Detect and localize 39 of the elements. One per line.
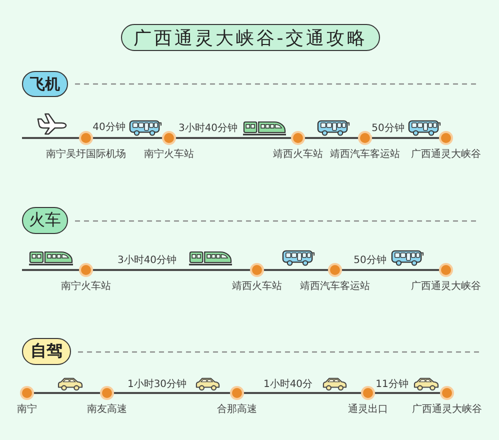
title-banner: 广西通灵大峡谷-交通攻略 (121, 24, 380, 51)
route-line (34, 392, 100, 394)
mode-tag: 飞机 (22, 71, 68, 97)
route-line (93, 137, 162, 139)
station-name: 合那高速 (217, 404, 257, 416)
station-name: 靖西火车站 (232, 281, 282, 293)
route-line (372, 137, 439, 139)
mode-tag: 自驾 (22, 338, 71, 365)
station-name: 广西通灵大峡谷 (412, 404, 482, 416)
station-name: 南宁火车站 (61, 281, 111, 293)
duration-label: 3小时40分钟 (116, 255, 178, 267)
duration-label: 50分钟 (352, 255, 388, 267)
duration-label: 50分钟 (370, 123, 406, 135)
station-name: 靖西火车站 (273, 149, 323, 161)
station-name: 南友高速 (87, 404, 127, 416)
route-line (22, 137, 79, 139)
route-line (22, 269, 79, 271)
station-name: 靖西汽车客运站 (300, 281, 370, 293)
station-name: 南宁吴圩国际机场 (46, 149, 126, 161)
station-name: 通灵出口 (348, 404, 388, 416)
station-name: 南宁 (17, 404, 37, 416)
station-name: 南宁火车站 (144, 149, 194, 161)
station-name: 广西通灵大峡谷 (411, 281, 481, 293)
route-line (342, 269, 439, 271)
mode-tag: 火车 (22, 207, 68, 234)
route-line (176, 137, 291, 139)
duration-label: 3小时40分钟 (177, 123, 239, 135)
route-line (264, 269, 328, 271)
route-line (244, 392, 361, 394)
duration-label: 1小时40分 (262, 379, 314, 391)
route-line (305, 137, 358, 139)
duration-label: 40分钟 (92, 122, 126, 134)
station-name: 广西通灵大峡谷 (411, 149, 481, 161)
station-name: 靖西汽车客运站 (330, 149, 400, 161)
duration-label: 1小时30分钟 (126, 379, 188, 391)
route-line (114, 392, 230, 394)
route-line (375, 392, 440, 394)
duration-label: 11分钟 (374, 379, 410, 391)
route-line (93, 269, 250, 271)
